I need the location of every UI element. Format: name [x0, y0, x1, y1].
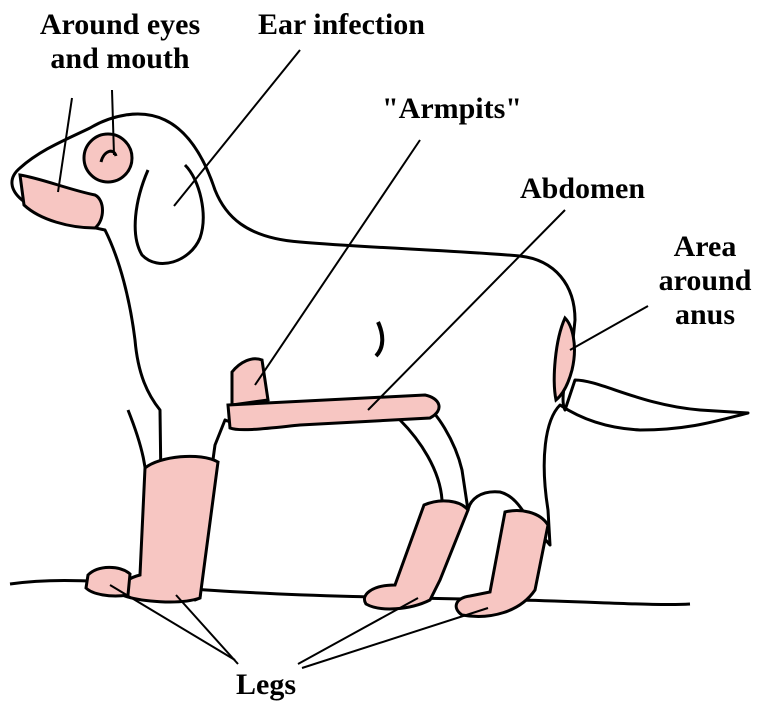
- ear-outline: [135, 165, 203, 263]
- armpit-affected-area: [232, 359, 268, 405]
- label-and-mouth: and mouth: [20, 42, 220, 76]
- label-around-eyes: Around eyes: [20, 8, 220, 42]
- label-armpits: "Armpits": [382, 92, 522, 126]
- eye-affected-area: [84, 134, 132, 182]
- front-leg-left-affected-area: [121, 456, 218, 602]
- label-around-eyes-and-mouth: Around eyes and mouth: [20, 8, 220, 76]
- leader-line-legs-3: [298, 598, 418, 664]
- leader-line-anus: [570, 306, 648, 350]
- label-abdomen: Abdomen: [520, 172, 645, 206]
- label-ear-infection: Ear infection: [258, 8, 425, 42]
- label-anus: anus: [640, 298, 770, 332]
- label-area: Area: [640, 230, 770, 264]
- back-leg-inner-line: [400, 420, 442, 500]
- label-area-around-anus: Area around anus: [640, 230, 770, 332]
- leader-line-legs-4: [302, 608, 488, 668]
- front-paw-affected-area: [86, 567, 130, 596]
- back-leg-middle-affected-area: [364, 501, 468, 609]
- label-around: around: [640, 264, 770, 298]
- label-legs: Legs: [236, 668, 296, 702]
